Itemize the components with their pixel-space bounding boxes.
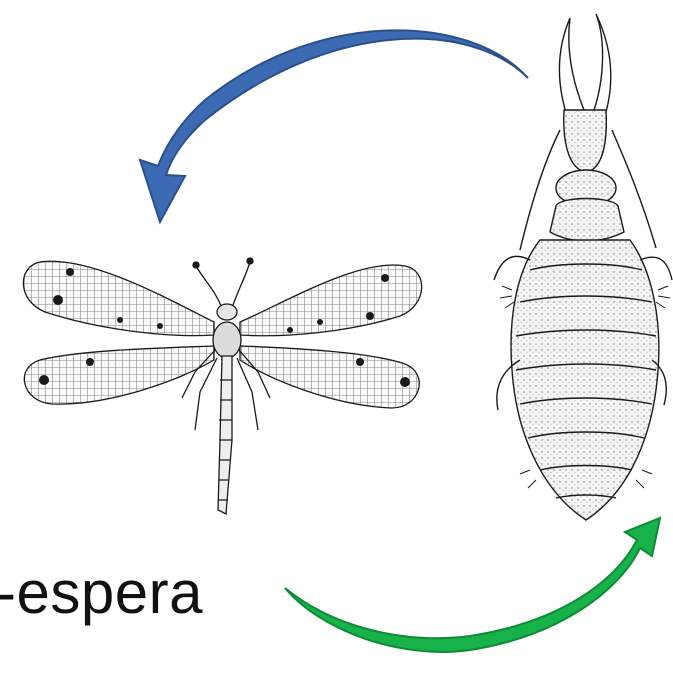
antlion-adult-icon [23, 258, 421, 514]
antlion-larva-icon [494, 14, 672, 520]
bottom-arrow [285, 518, 660, 652]
caption-text: -espera [0, 558, 203, 627]
top-arrow [140, 30, 528, 222]
